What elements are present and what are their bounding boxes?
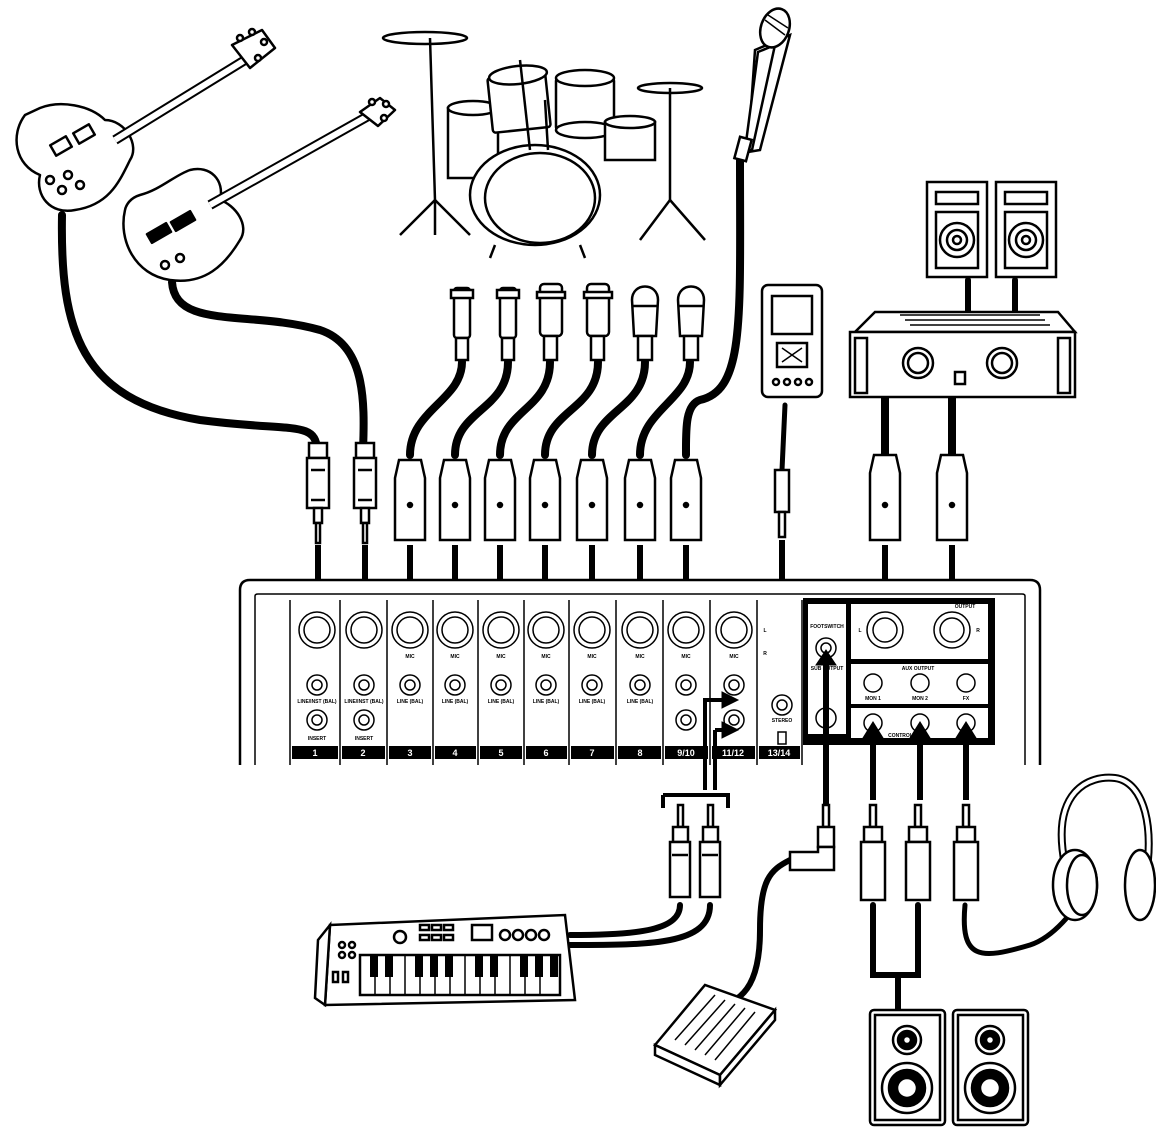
svg-text:INSERT: INSERT	[308, 736, 326, 742]
xlr-plug-ch6	[528, 458, 562, 542]
channel-label-7: 7	[589, 748, 594, 758]
headphone-plug	[952, 803, 980, 902]
footswitch-plug	[788, 803, 836, 872]
drum-mic-2	[495, 286, 521, 362]
svg-text:MON 1: MON 1	[865, 696, 881, 702]
bass-guitar	[122, 96, 397, 283]
studio-monitor-right	[951, 1008, 1030, 1127]
output-section: FOOTSWITCH SUB OUTPUT OUTPUT L R AUX OUT…	[803, 598, 995, 745]
pa-speaker-left	[925, 180, 989, 279]
svg-text:MIC: MIC	[587, 654, 597, 660]
bottom-plugs	[668, 803, 980, 902]
svg-text:MIC: MIC	[729, 654, 739, 660]
portable-audio-player	[760, 283, 824, 399]
svg-text:AUX OUTPUT: AUX OUTPUT	[902, 666, 935, 672]
svg-text:INSERT: INSERT	[355, 736, 373, 742]
svg-text:L: L	[763, 628, 766, 634]
xlr-plug-ch4	[438, 458, 472, 542]
drum-mic-5	[630, 285, 660, 362]
power-amplifier	[848, 310, 1078, 399]
input-plugs	[305, 441, 969, 545]
drum-mic-3	[535, 282, 567, 362]
guitar-cable	[57, 211, 321, 454]
svg-text:MIC: MIC	[450, 654, 460, 660]
svg-text:MON 2: MON 2	[912, 696, 928, 702]
xlr-plug-ch8	[623, 458, 657, 542]
monitor-plug-r	[904, 803, 932, 902]
pa-speakers	[925, 180, 1058, 279]
drum-microphones	[449, 282, 706, 362]
channel-label-1: 1	[312, 748, 317, 758]
cables	[57, 156, 1098, 1013]
svg-text:LINE (BAL): LINE (BAL)	[442, 699, 469, 705]
svg-text:OUTPUT: OUTPUT	[955, 604, 976, 610]
svg-text:R: R	[763, 651, 767, 657]
vocal-microphone	[732, 7, 792, 163]
svg-text:STEREO: STEREO	[772, 718, 793, 724]
channel-label-8: 8	[637, 748, 642, 758]
line-jacks	[306, 674, 793, 731]
drum-mic-4	[582, 282, 614, 362]
jack-labels: LINE/INST (BAL) INSERT LINE/INST (BAL) I…	[297, 628, 792, 742]
svg-text:MIC: MIC	[681, 654, 691, 660]
svg-text:LINE (BAL): LINE (BAL)	[579, 699, 606, 705]
xlr-inputs	[298, 611, 753, 649]
output-arrows	[661, 649, 977, 808]
svg-text:MIC: MIC	[635, 654, 645, 660]
svg-text:LINE/INST (BAL): LINE/INST (BAL)	[344, 699, 383, 705]
xlr-plug-ch5	[483, 458, 517, 542]
keyboard-synthesizer	[313, 913, 577, 1008]
channel-label-3: 3	[407, 748, 412, 758]
drum-mic-1	[449, 286, 475, 362]
svg-text:LINE (BAL): LINE (BAL)	[627, 699, 654, 705]
channel-label-6: 6	[543, 748, 548, 758]
svg-text:MIC: MIC	[496, 654, 506, 660]
svg-text:LINE/INST (BAL): LINE/INST (BAL)	[297, 699, 336, 705]
svg-text:CONTROL RM: CONTROL RM	[888, 733, 922, 739]
channel-label-13-14: 13/14	[768, 748, 791, 758]
bass-cable	[168, 278, 368, 454]
channel-label-2: 2	[360, 748, 365, 758]
channel-label-4: 4	[452, 748, 457, 758]
svg-text:R: R	[976, 628, 980, 634]
svg-text:FX: FX	[963, 696, 970, 702]
footswitch-pedal	[652, 983, 778, 1089]
svg-text:LINE (BAL): LINE (BAL)	[533, 699, 560, 705]
xlr-plug-ch7	[575, 458, 609, 542]
trs-plug-ch2	[352, 441, 378, 545]
channel-label-5: 5	[498, 748, 503, 758]
drum-mic-6	[676, 285, 706, 362]
studio-monitor-left	[868, 1008, 947, 1127]
channel-label-11-12: 11/12	[722, 748, 744, 758]
svg-text:MIC: MIC	[405, 654, 415, 660]
keyboard-plug-l	[668, 803, 692, 899]
xlr-plug-main-l	[868, 453, 902, 542]
pa-speaker-right	[994, 180, 1058, 279]
headphones	[1051, 773, 1156, 922]
svg-text:MIC: MIC	[541, 654, 551, 660]
drum-kit	[381, 30, 706, 259]
electric-guitar	[15, 27, 277, 213]
trs-plug-ch1	[305, 441, 331, 545]
monitor-plug-l	[859, 803, 887, 902]
xlr-plug-ch9	[669, 458, 703, 542]
svg-text:LINE (BAL): LINE (BAL)	[397, 699, 424, 705]
svg-text:L: L	[858, 628, 861, 634]
xlr-plug-ch3	[393, 458, 427, 542]
keyboard-plug-r	[698, 803, 722, 899]
svg-text:FOOTSWITCH: FOOTSWITCH	[810, 624, 844, 630]
svg-text:LINE (BAL): LINE (BAL)	[488, 699, 515, 705]
channel-label-9-10: 9/10	[677, 748, 695, 758]
mixer-rear-panel: LINE/INST (BAL) INSERT LINE/INST (BAL) I…	[238, 578, 1042, 765]
channel-number-bar: 1 2 3 4 5 6 7 8 9/10 11/12 13/14	[292, 746, 800, 759]
xlr-plug-main-r	[935, 453, 969, 542]
mini-plug-stereo	[773, 468, 791, 539]
studio-monitors	[868, 1008, 1030, 1127]
